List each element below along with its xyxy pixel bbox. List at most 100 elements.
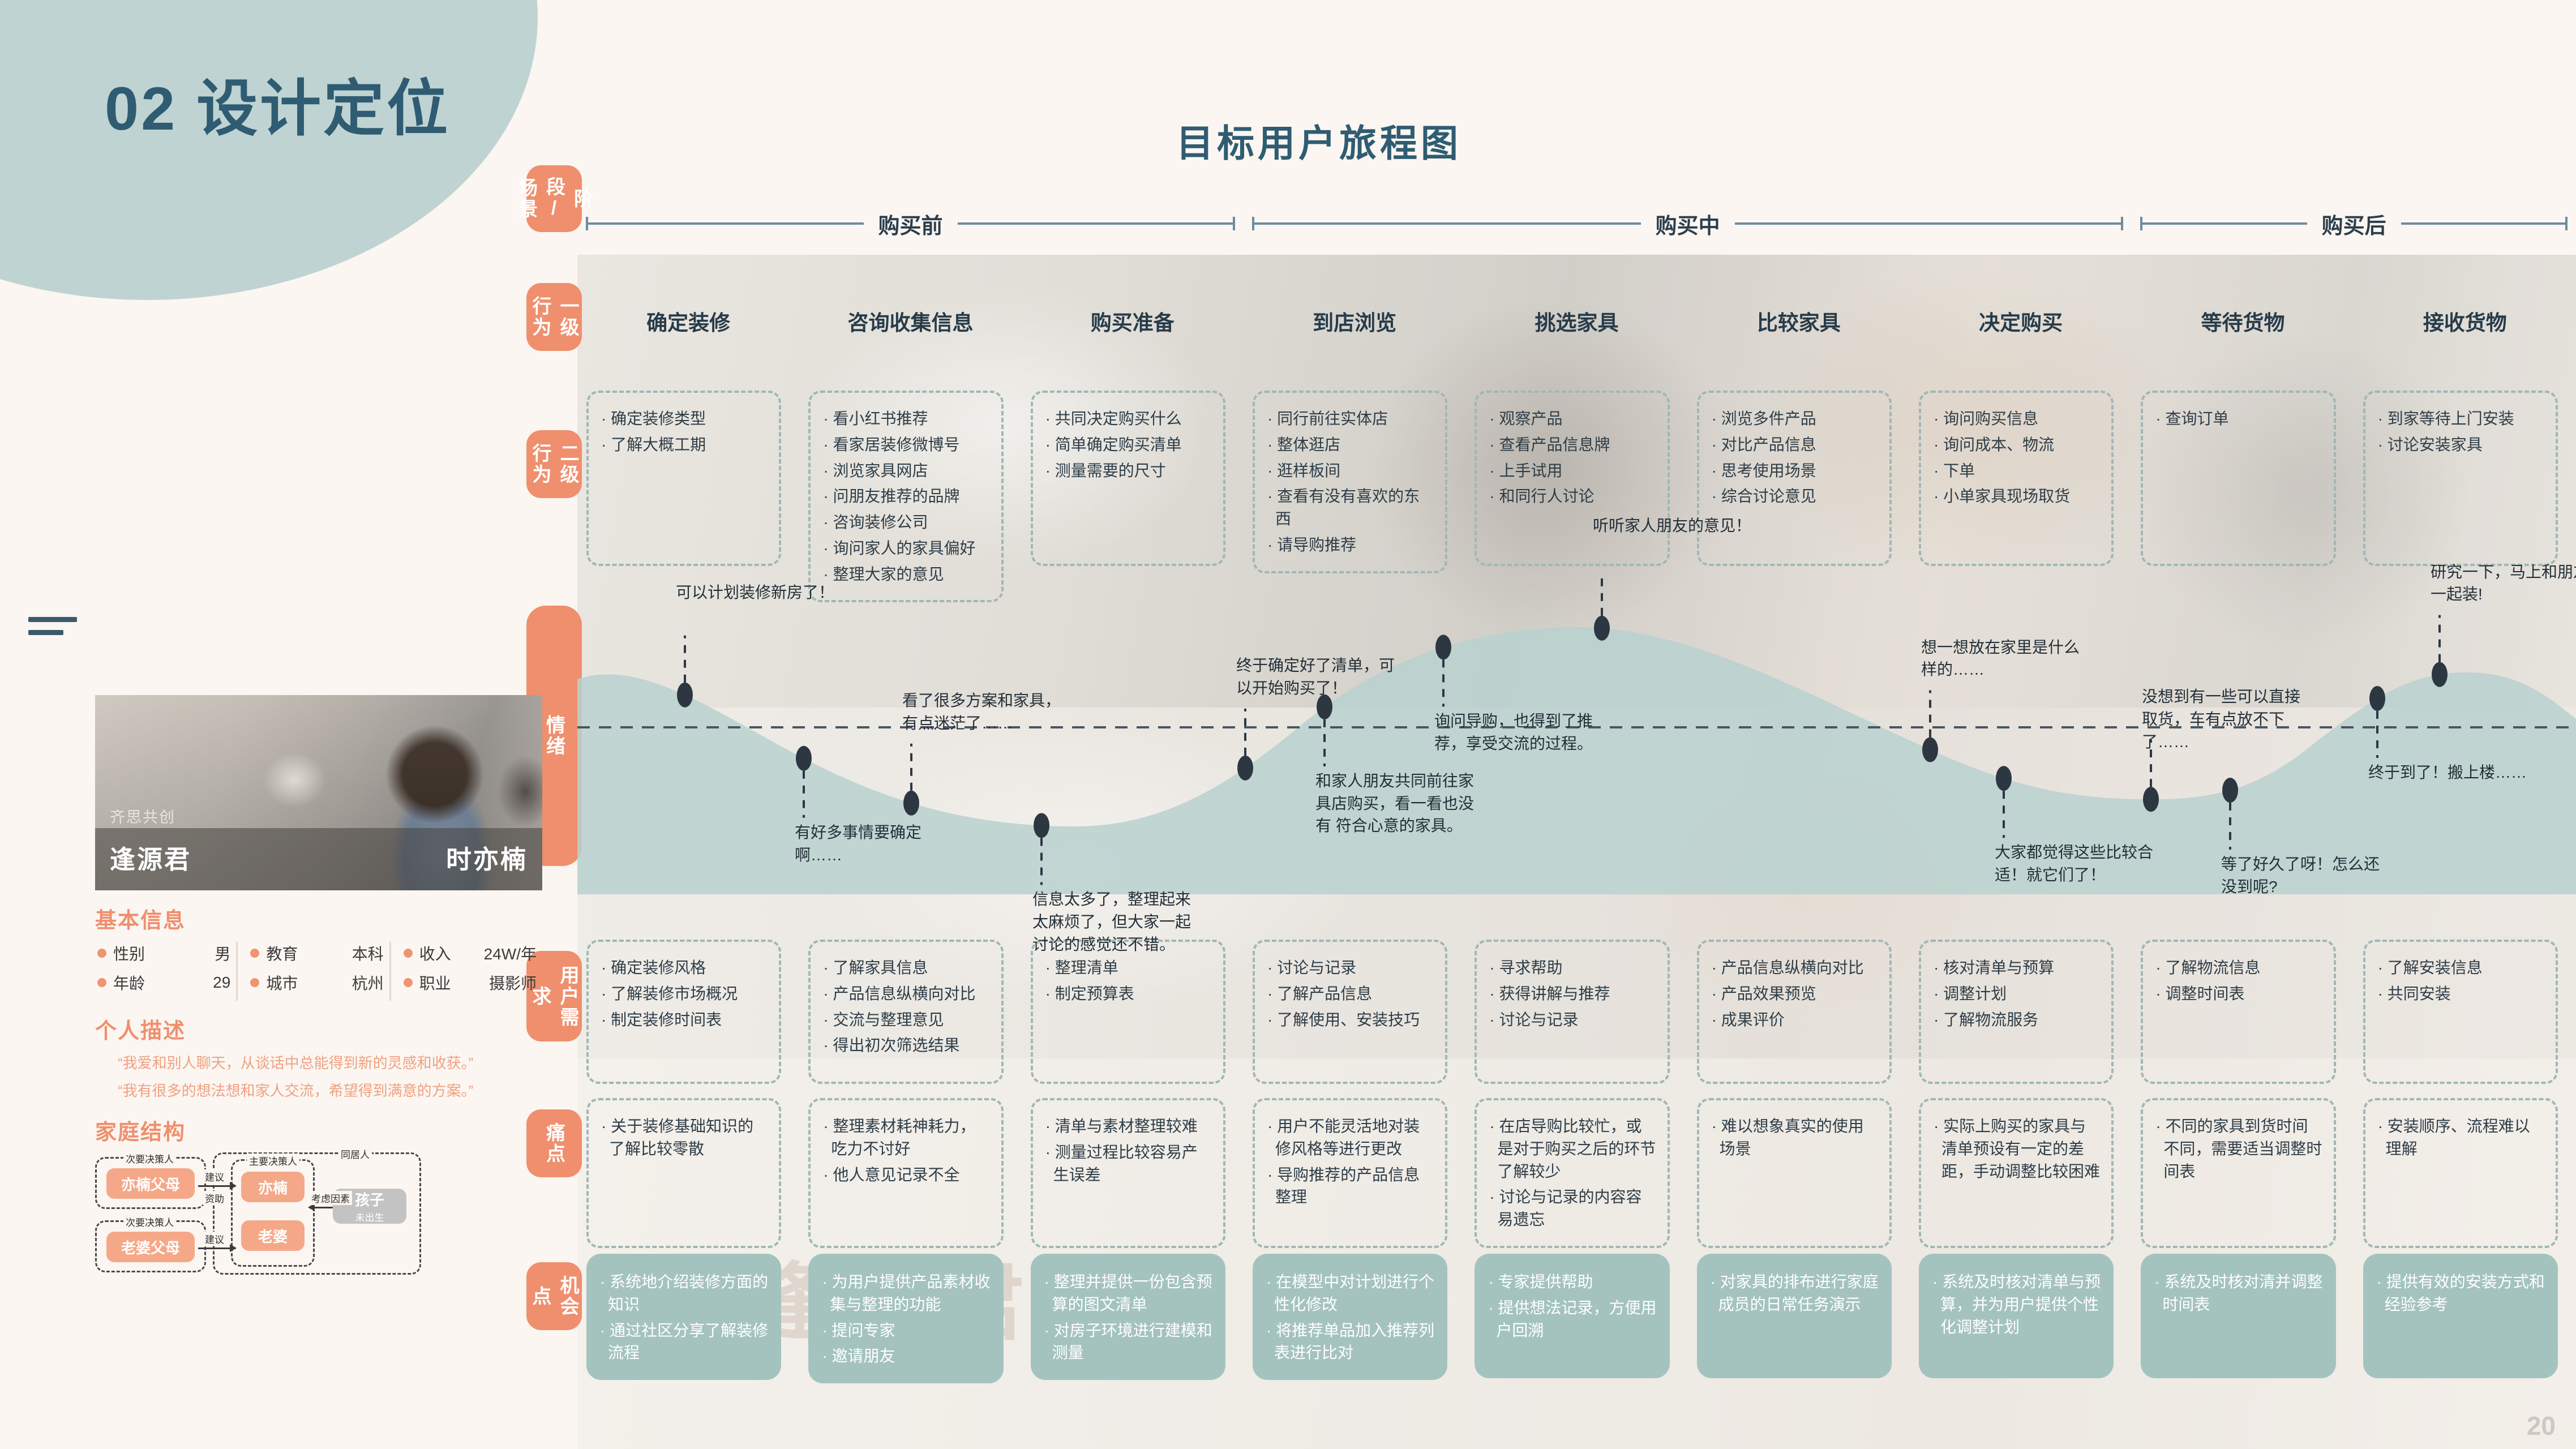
emotion-point[interactable] [2432,662,2448,687]
l2-item: 问朋友推荐的品牌 [823,485,989,508]
stage-header-row: 购买前购买中购买后 [577,204,2576,243]
basic-info-row: 性别 男 [97,942,236,964]
pain-item: 他人意见记录不全 [823,1164,989,1186]
pain-card-9: 安装顺序、流程难以理解 [2363,1098,2558,1248]
emotion-point[interactable] [1996,766,2012,791]
opportunity-card-2: 为用户提供产品素材收集与整理的功能提问专家邀请朋友 [808,1254,1004,1383]
persona-quote-2: “我有很多的想法想和家人交流，希望得到满意的方案。” [118,1082,474,1099]
needs-item: 得出初次筛选结果 [823,1034,989,1057]
opportunity-card-1: 系统地介绍装修方面的知识通过社区分享了解装修流程 [586,1254,782,1380]
emotion-area-fill [577,627,2576,894]
group-outline-cohabitant [213,1152,421,1275]
emotion-point[interactable] [1034,813,1049,838]
l2-item: 看小红书推荐 [823,408,989,430]
stage-group-2: 购买中 [1252,204,2124,243]
l1-behavior-2: 咨询收集信息 [847,311,974,335]
emotion-point[interactable] [1594,615,1610,641]
row-label-stage: 阶段/场景 [516,165,593,232]
pain-item: 安装顺序、流程难以理解 [2378,1115,2544,1160]
emotion-point[interactable] [2143,787,2159,812]
pain-card-6: 难以想象真实的使用场景 [1696,1098,1892,1248]
needs-item: 获得讲解与推荐 [1489,983,1656,1005]
l2-card-5: 观察产品查看产品信息牌上手试用和同行人讨论 [1475,391,1670,566]
emotion-point[interactable] [1237,755,1253,781]
pain-card-8: 不同的家具到货时间不同，需要适当调整时间表 [2141,1098,2336,1248]
arrow-advice-2 [198,1244,237,1252]
l2-item: 询问成本、物流 [1934,434,2100,456]
basic-info-value: 男 [215,945,231,963]
opportunity-item: 系统及时核对清并调整时间表 [2154,1271,2323,1316]
stage-group-1: 购买前 [586,204,1236,243]
opportunity-item: 提供想法记录，方便用户回溯 [1488,1297,1657,1342]
personal-description-heading: 个人描述 [95,1019,186,1043]
l2-item: 上手试用 [1489,460,1656,482]
opportunity-item: 对家具的排布进行家庭成员的日常任务演示 [1711,1271,1879,1316]
l1-behavior-8: 等待货物 [2201,311,2285,335]
needs-item: 调整时间表 [2155,983,2322,1005]
emotion-point[interactable] [1922,737,1938,762]
emotion-point[interactable] [796,745,812,771]
basic-info-key: 性别 [113,945,145,963]
journey-map-title: 目标用户旅程图 [1176,122,1461,164]
emotion-note: 有好多事情要确定啊…… [795,823,922,864]
pain-item: 用户不能灵活地对装修风格等进行更改 [1267,1115,1434,1160]
basic-info-key: 城市 [266,975,298,992]
needs-item: 制定装修时间表 [601,1009,768,1031]
pain-card-3: 清单与素材整理较难测量过程比较容易产生误差 [1030,1098,1225,1248]
needs-item: 交流与整理意见 [823,1009,989,1031]
group-label-secondary-2: 次要决策人 [123,1215,176,1229]
l2-card-6: 浏览多件产品对比产品信息思考使用场景综合讨论意见 [1696,391,1892,566]
bullet-dot-icon [403,978,413,987]
l1-behavior-3: 购买准备 [1090,311,1175,335]
l2-item: 和同行人讨论 [1489,485,1656,508]
basic-info-row: 教育本科 [250,942,389,964]
pain-item: 测量过程比较容易产生误差 [1045,1141,1212,1186]
l2-item: 询问购买信息 [1934,408,2100,430]
opportunity-card-8: 系统及时核对清并调整时间表 [2141,1254,2336,1378]
stage-label: 购买前 [878,214,943,238]
pain-item: 实际上购买的家具与清单预设有一定的差距，手动调整比较困难 [1934,1115,2100,1182]
emotion-point[interactable] [903,790,919,816]
emotion-point[interactable] [677,682,693,708]
emotion-point[interactable] [2222,778,2238,803]
l2-item: 综合讨论意见 [1712,485,1878,508]
persona-name-right: 时亦楠 [445,845,528,874]
pain-card-2: 整理素材耗神耗力，吃力不讨好他人意见记录不全 [808,1098,1004,1248]
stage-rule-right [2401,222,2565,225]
basic-info-key: 收入 [419,945,451,963]
emotion-note: 等了好久了呀！怎么还没到呢? [2221,855,2380,895]
persona-subtitle: 齐思共创 [110,809,175,826]
needs-card-1: 确定装修风格了解装修市场概况制定装修时间表 [586,940,782,1084]
family-box-wife-parents: 老婆父母 [106,1232,195,1262]
pain-item: 导购推荐的产品信息整理 [1267,1164,1434,1209]
emotion-point[interactable] [1317,694,1332,719]
row-label-pain: 痛点 [526,1109,582,1177]
opportunity-item: 系统及时核对清单与预算，并为用户提供个性化调整计划 [1932,1271,2101,1338]
basic-info-value: 29 [213,974,231,991]
needs-item: 共同安装 [2378,983,2544,1005]
bullet-dot-icon [97,978,106,987]
group-label-primary: 主要决策人 [247,1154,299,1168]
l2-card-8: 查询订单 [2141,391,2336,566]
persona-photo: 齐思共创 逢源君 时亦楠 [95,695,542,890]
row-label-needs: 用户需求 [526,951,582,1041]
needs-item: 了解使用、安装技巧 [1267,1009,1434,1031]
l2-item: 询问家人的家具偏好 [823,537,989,560]
l2-item: 查看产品信息牌 [1489,434,1656,456]
emotion-note: 可以计划装修新房了！ [676,583,835,601]
l2-card-4: 同行前往实体店整体逛店逛样板间查看有没有喜欢的东西请导购推荐 [1253,391,1448,573]
l2-card-3: 共同决定购买什么简单确定购买清单测量需要的尺寸 [1030,391,1225,566]
emotion-note: 询问导购，也得到了推荐，享受交流的过程。 [1434,712,1593,753]
basic-info-key: 职业 [419,975,451,992]
opportunity-card-6: 对家具的排布进行家庭成员的日常任务演示 [1696,1254,1892,1378]
l2-card-2: 看小红书推荐看家居装修微博号浏览家具网店问朋友推荐的品牌咨询装修公司询问家人的家… [808,391,1004,603]
l1-behavior-4: 到店浏览 [1313,311,1397,335]
emotion-note: 没想到有一些可以直接取货，车有点放不下了…… [2142,688,2301,751]
arrow-label-advice-2: 建议 [203,1232,226,1246]
emotion-point[interactable] [2369,686,2385,711]
arrow-label-funding: 资助 [203,1191,226,1205]
emotion-point[interactable] [1435,635,1451,660]
l2-item: 看家居装修微博号 [823,434,989,456]
